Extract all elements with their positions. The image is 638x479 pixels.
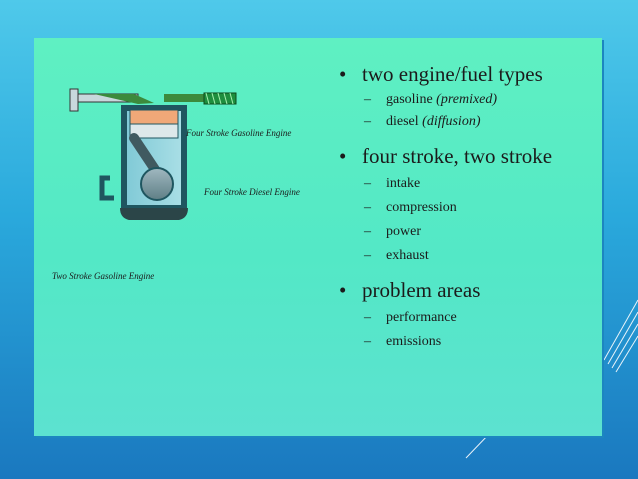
sub-bullet-compression: –compression	[364, 200, 457, 215]
sub-bullet-intake: –intake	[364, 176, 421, 191]
sub-bullet-diesel: –diesel (diffusion)	[364, 114, 481, 129]
bullet-engine-fuel-types: •two engine/fuel types	[339, 62, 543, 86]
sub-bullet-power: –power	[364, 224, 421, 239]
label-four-stroke-gasoline-engine: Four Stroke Gasoline Engine	[186, 128, 292, 138]
slide-content-panel: Four Stroke Gasoline Engine Four Stroke …	[34, 38, 602, 436]
sub-bullet-exhaust: –exhaust	[364, 248, 429, 263]
bullet-four-stroke-two-stroke: •four stroke, two stroke	[339, 144, 553, 168]
four-stroke-gasoline-engine	[69, 88, 237, 220]
bullet-problem-areas: •problem areas	[339, 278, 481, 302]
sub-bullet-emissions: –emissions	[364, 334, 442, 349]
bullet-list: •two engine/fuel types –gasoline (premix…	[336, 62, 596, 350]
label-four-stroke-diesel-engine: Four Stroke Diesel Engine	[204, 187, 300, 197]
label-two-stroke-gasoline-engine: Two Stroke Gasoline Engine	[52, 271, 155, 281]
sub-bullet-gasoline: –gasoline (premixed)	[364, 92, 498, 107]
sub-bullet-performance: –performance	[364, 310, 457, 325]
engine-diagram	[69, 88, 237, 220]
